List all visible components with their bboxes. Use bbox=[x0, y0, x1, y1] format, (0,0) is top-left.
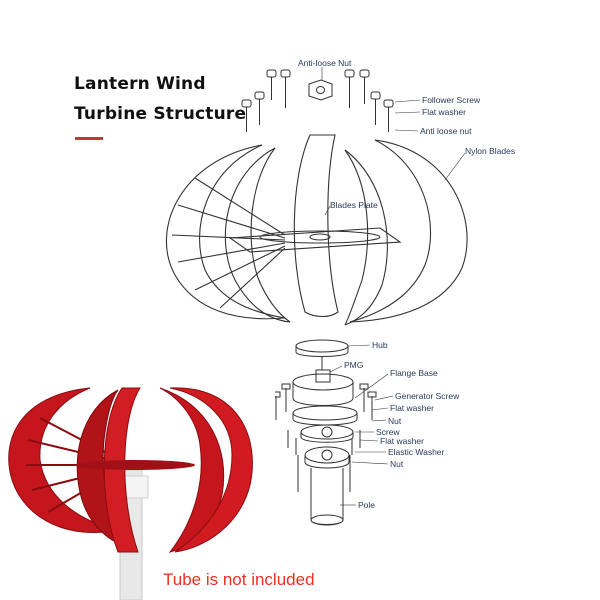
hub bbox=[295, 339, 349, 370]
pole bbox=[310, 468, 344, 526]
title-line-2: Turbine Structure bbox=[74, 104, 247, 124]
pmg bbox=[292, 369, 354, 406]
pole-flange bbox=[304, 446, 350, 469]
label-screw: Screw bbox=[376, 427, 400, 437]
label-nylon-blades: Nylon Blades bbox=[465, 146, 516, 156]
label-blades-plate: Blades Plate bbox=[330, 200, 378, 210]
label-anti-loose-nut-right: Anti loose nut bbox=[420, 126, 472, 136]
label-flange-base: Flange Base bbox=[390, 368, 438, 378]
label-anti-loose-nut-top: Anti-loose Nut bbox=[298, 58, 352, 68]
label-hub: Hub bbox=[372, 340, 388, 350]
label-flat-washer-low: Flat washer bbox=[380, 436, 424, 446]
label-flat-washer-mid: Flat washer bbox=[390, 403, 434, 413]
label-nut-low: Nut bbox=[390, 459, 404, 469]
red-turbine-illustration bbox=[0, 350, 275, 600]
label-elastic-washer: Elastic Washer bbox=[388, 447, 445, 457]
label-nut-mid: Nut bbox=[388, 416, 402, 426]
side-bolts bbox=[271, 383, 377, 492]
title-line-1: Lantern Wind bbox=[74, 74, 206, 94]
label-pmg: PMG bbox=[344, 360, 364, 370]
label-generator-screw: Generator Screw bbox=[395, 391, 460, 401]
label-pole: Pole bbox=[358, 500, 376, 510]
lower-plate bbox=[300, 424, 354, 443]
top-bolts bbox=[241, 69, 394, 132]
nylon-blades bbox=[166, 134, 468, 326]
leader-lines bbox=[321, 67, 466, 506]
label-flat-washer-top: Flat washer bbox=[422, 107, 466, 117]
label-follower-screw: Follower Screw bbox=[422, 95, 481, 105]
flange-base bbox=[292, 405, 358, 426]
anti-loose-nut-icon bbox=[308, 79, 333, 101]
tube-not-included-note: Tube is not included bbox=[163, 570, 315, 589]
title-accent-bar bbox=[75, 137, 103, 140]
